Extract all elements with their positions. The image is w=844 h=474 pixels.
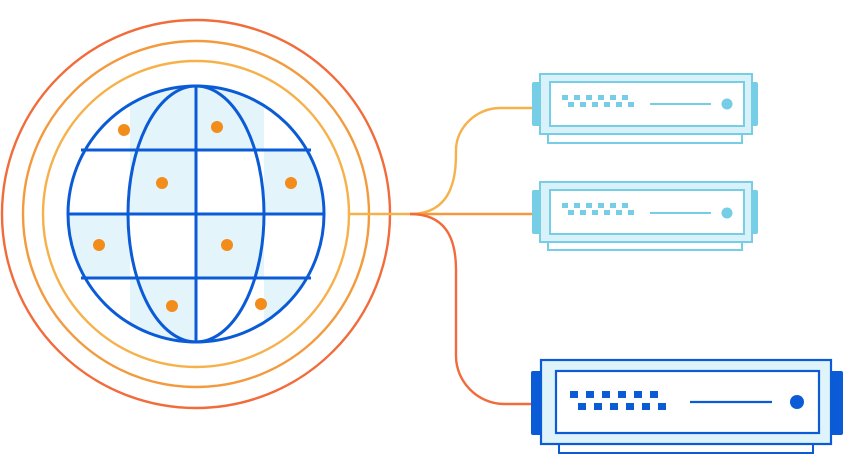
globe-icon (66, 84, 326, 344)
connector-top (409, 106, 532, 216)
server-icon-dots (562, 203, 634, 215)
connector-bottom (409, 212, 531, 406)
server-icon (531, 358, 843, 454)
connectors (349, 106, 532, 406)
server-icon (532, 181, 758, 251)
server-icon-dots (570, 391, 666, 410)
globe-dots (93, 121, 297, 312)
server-icon (532, 73, 758, 144)
server-icon-dots (562, 95, 634, 107)
